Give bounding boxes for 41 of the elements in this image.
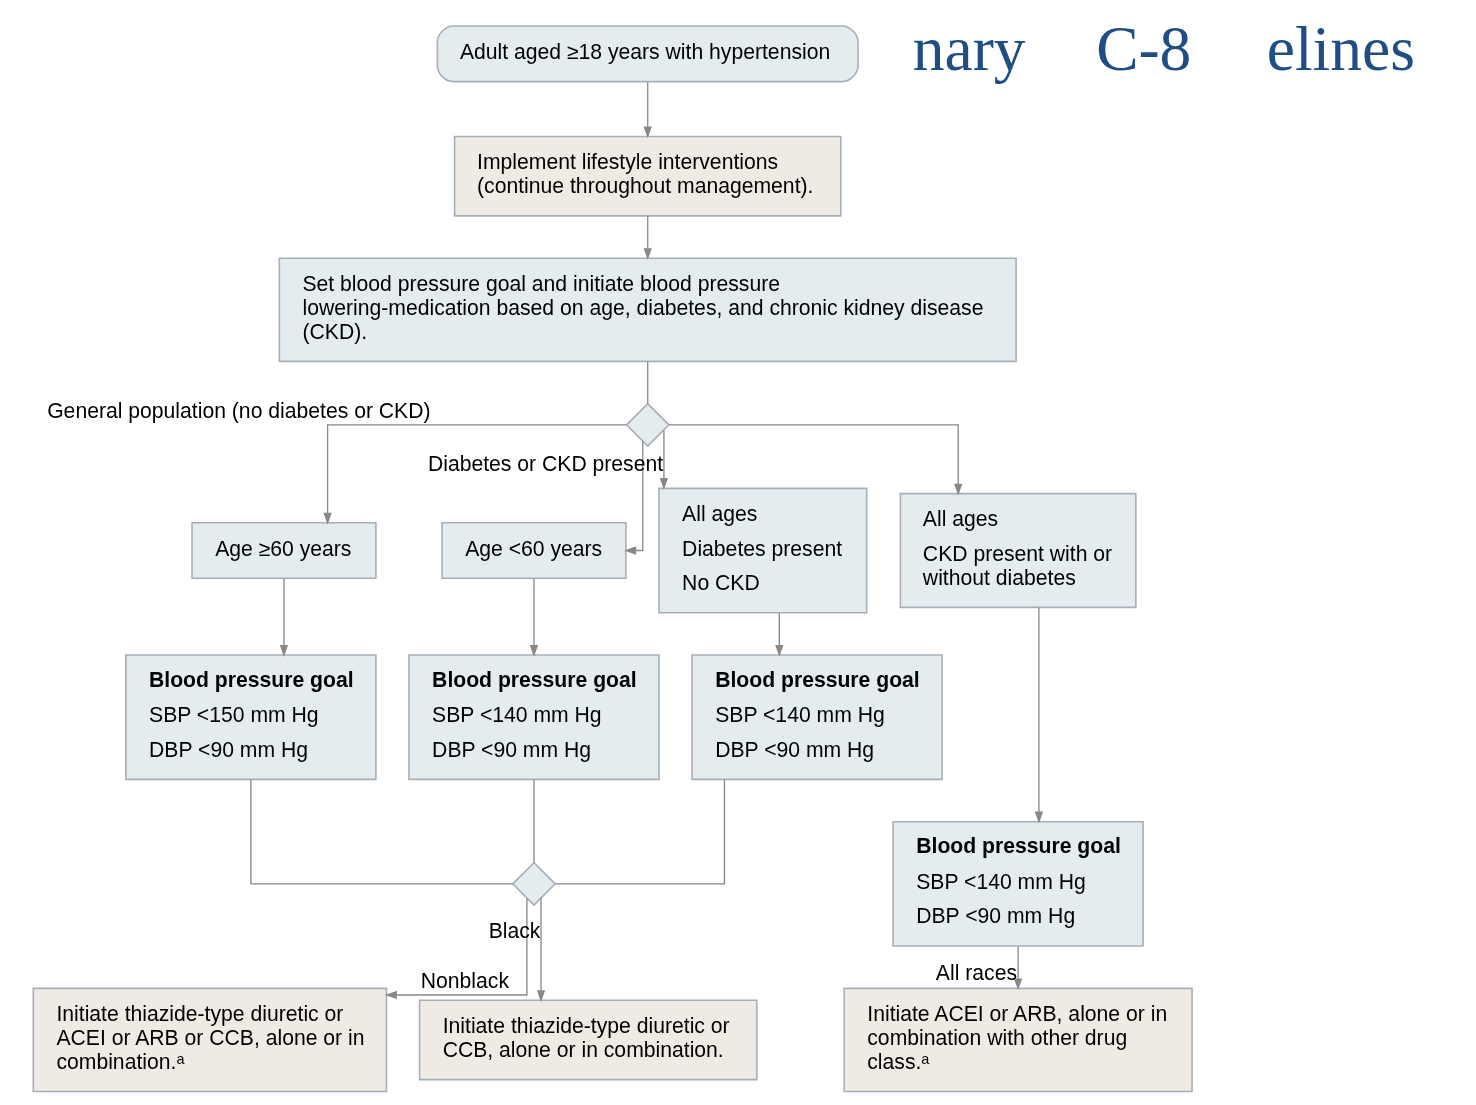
- connector: [533, 779, 535, 864]
- node-box: Blood pressure goal SBP <150 mm Hg DBP <90 mm Hg: [125, 654, 377, 781]
- node-diamond: [625, 402, 670, 448]
- label: nary: [912, 12, 1026, 84]
- edge-label: Black: [488, 918, 541, 942]
- arrow: [643, 81, 652, 139]
- arrow: [536, 897, 546, 1003]
- connector: [554, 779, 726, 885]
- node-box: Initiate ACEI or ARB, alone or in combination with other drug class.ᵃ: [843, 987, 1193, 1093]
- edge-label: Diabetes or CKD present: [427, 452, 664, 476]
- edge-label: All races: [935, 960, 1017, 984]
- connector: [250, 779, 514, 885]
- node-box: Blood pressure goal SBP <140 mm Hg DBP <90 mm Hg: [691, 654, 943, 781]
- arrow: [668, 424, 963, 496]
- arrow: [775, 612, 784, 657]
- node-diamond: [511, 861, 557, 907]
- node-box: Initiate thiazide-type diuretic or ACEI or ARB or CCB, alone or in combination.ᵃ: [32, 987, 388, 1093]
- connector: [647, 360, 649, 405]
- node-box: Adult aged ≥18 years with hypertension: [436, 25, 859, 83]
- arrow: [1013, 945, 1023, 991]
- arrow: [529, 577, 539, 657]
- node-box: Age <60 years: [441, 521, 627, 580]
- node-box: All ages Diabetes present No CKD: [658, 487, 868, 614]
- node-box: Blood pressure goal SBP <140 mm Hg DBP <90 mm Hg: [892, 820, 1144, 947]
- node-box: Implement lifestyle interventions (continue throughout management).: [453, 135, 842, 217]
- node-box: Age ≥60 years: [191, 521, 377, 580]
- arrow: [384, 897, 528, 1000]
- arrow: [624, 440, 644, 555]
- node-box: Set blood pressure goal and initiate blood pressure lowering-medication based on age, diabetes, and chronic kidney disease (CKD).: [278, 257, 1017, 363]
- label: C-8: [1096, 12, 1192, 84]
- edge-label: Nonblack: [420, 969, 509, 993]
- arrow: [659, 429, 669, 490]
- edge-label: General population (no diabetes or CKD): [47, 398, 431, 422]
- node-box: All ages CKD present with or without diabetes: [899, 492, 1137, 609]
- arrow: [643, 215, 652, 261]
- arrow: [1034, 606, 1044, 824]
- node-box: Initiate thiazide-type diuretic or CCB, alone or in combination.: [418, 999, 758, 1081]
- arrow: [279, 577, 289, 657]
- node-box: Blood pressure goal SBP <140 mm Hg DBP <90 mm Hg: [408, 654, 660, 781]
- label: elines: [1266, 12, 1415, 84]
- arrow: [323, 424, 627, 525]
